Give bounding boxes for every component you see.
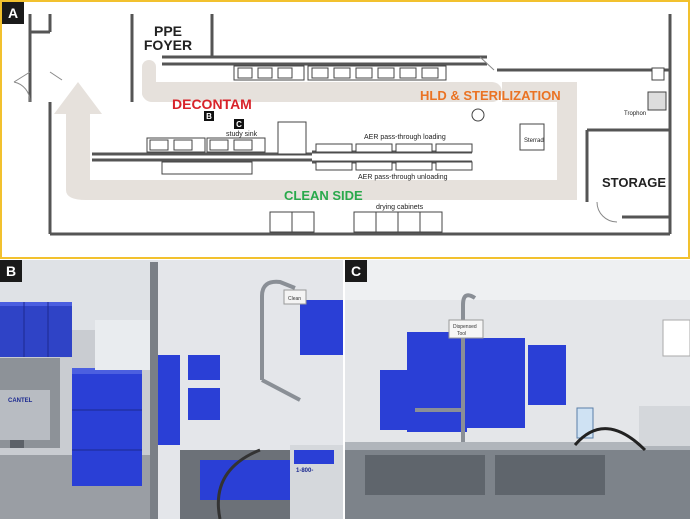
floor-plan-panel: PPE FOYER DECONTAM HLD & STERILIZATION C…: [0, 0, 690, 259]
panel-b-tag: B: [0, 260, 22, 282]
blue-cart: [72, 368, 142, 486]
hld-equipment: [471, 67, 667, 151]
walls: [28, 14, 672, 236]
photo-panel-c: Dispensed Tool C: [345, 260, 690, 519]
phone-b: 1-800-: [296, 468, 313, 474]
decontam-label: DECONTAM: [172, 96, 252, 112]
cantel-brand: CANTEL: [8, 398, 33, 404]
storage-label: STORAGE: [602, 175, 666, 190]
sterrad-label: Sterrad: [524, 138, 544, 144]
clean-side-label: CLEAN SIDE: [284, 188, 363, 203]
panel-a-tag: A: [2, 2, 24, 24]
blue-panels-right: [158, 300, 343, 445]
marker-b: B: [204, 111, 214, 121]
faucet-c: [415, 293, 477, 450]
cantel-unit: CANTEL: [0, 390, 50, 440]
drying-cabinets-label: drying cabinets: [376, 204, 424, 211]
device-b: 1-800-: [290, 445, 343, 519]
sink-c: [345, 442, 690, 519]
aer-loading-label: AER pass-through loading: [364, 134, 446, 141]
study-sink-label: study sink: [226, 131, 258, 138]
decontam-sinks: [146, 65, 447, 175]
flow-arrow: [54, 60, 577, 200]
door-swings: [13, 56, 618, 223]
photo-b: CANTEL: [0, 260, 343, 519]
ppe-foyer-label-2: FOYER: [144, 37, 192, 53]
svg-text:C: C: [236, 120, 242, 129]
floor-plan: PPE FOYER DECONTAM HLD & STERILIZATION C…: [13, 14, 672, 236]
marker-c: C: [234, 119, 244, 129]
sign-b: Clean: [288, 296, 301, 302]
svg-text:B: B: [206, 112, 212, 121]
aer-unloading-label: AER pass-through unloading: [358, 174, 448, 181]
aer-units: [315, 143, 473, 171]
panel-c-tag: C: [345, 260, 367, 282]
blue-panels-c: [380, 332, 690, 443]
sign-c-line1: Dispensed: [453, 324, 477, 330]
trophon-label: Trophon: [624, 111, 646, 117]
sign-c-line2: Tool: [457, 331, 466, 337]
hld-sterilization-label: HLD & STERILIZATION: [420, 88, 561, 103]
faucet-b: [260, 279, 301, 402]
ppe-foyer-label-1: PPE: [154, 23, 182, 39]
drying-cabinets-boxes: [269, 211, 443, 233]
photo-c: Dispensed Tool: [345, 260, 690, 519]
photo-panel-b: CANTEL: [0, 260, 343, 519]
